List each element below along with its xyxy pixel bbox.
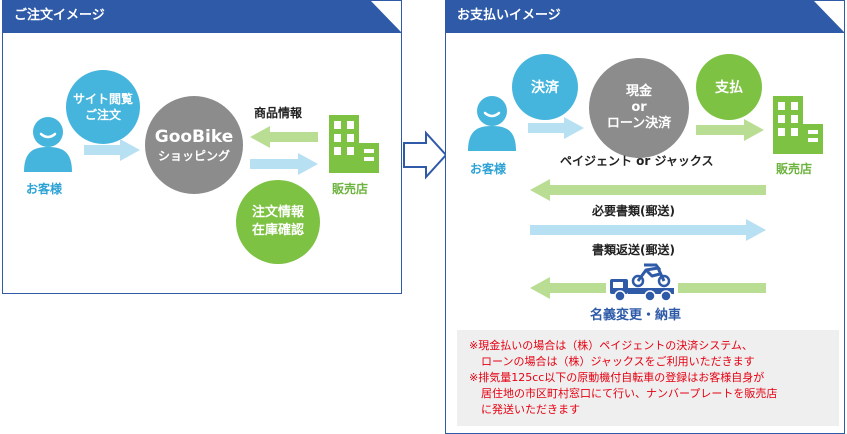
settlement-bubble-text: 決済 xyxy=(531,80,559,96)
docs-needed-label: 必要書類(郵送) xyxy=(592,204,675,218)
payment-panel-header xyxy=(445,0,845,33)
method-line3: ローン決済 xyxy=(606,116,672,131)
browse-bubble-line1: サイト閲覧 xyxy=(72,92,133,106)
browse-order-bubble: サイト閲覧 ご注文 xyxy=(66,70,140,144)
goobike-shopping-circle: GooBike ショッピング xyxy=(145,96,243,194)
note-line-5: に発送いただきます xyxy=(481,403,580,416)
note-line-2: ローンの場合は（株）ジャックスをご利用いただきます xyxy=(481,355,755,368)
order-stock-bubble: 注文情報 在庫確認 xyxy=(236,180,320,264)
payment-store-label: 販売店 xyxy=(776,162,813,176)
order-customer-label: お客様 xyxy=(26,182,63,196)
browse-bubble-line2: ご注文 xyxy=(84,108,121,122)
payment-store-icon xyxy=(773,96,823,154)
goobike-name: GooBike xyxy=(154,127,234,147)
order-panel-header xyxy=(2,0,402,33)
customer-icon xyxy=(24,117,72,172)
goobike-sub: ショッピング xyxy=(157,149,230,163)
method-line2: or xyxy=(631,100,647,115)
payment-customer-icon xyxy=(468,96,516,151)
method-to-store-arrow xyxy=(696,119,764,141)
payment-panel-title: お支払いイメージ xyxy=(457,8,561,23)
product-info-arrow xyxy=(250,126,318,148)
docs-return-label: 書類返送(郵送) xyxy=(592,243,675,257)
payment-customer-label: お客様 xyxy=(470,162,507,176)
settlement-bubble: 決済 xyxy=(512,54,578,120)
order-info-arrow xyxy=(250,153,318,175)
order-store-label: 販売店 xyxy=(332,182,369,196)
payout-bubble-text: 支払 xyxy=(715,80,743,96)
order-bubble-line1: 注文情報 xyxy=(251,205,304,220)
note-line-3: ※排気量125cc以下の原動機付自転車の登録はお客様自身が xyxy=(469,371,765,384)
payment-method-circle: 現金 or ローン決済 xyxy=(589,58,689,158)
note-line-4: 居住地の市区町村窓口にて行い、ナンバープレートを販売店 xyxy=(481,387,778,400)
payout-bubble: 支払 xyxy=(696,54,762,120)
provider-label: ペイジェント or ジャックス xyxy=(560,154,714,168)
payment-notes: ※現金払いの場合は（株）ペイジェントの決済システム、 ローンの場合は（株）ジャッ… xyxy=(457,330,839,426)
panel-transition-arrow xyxy=(403,130,448,180)
docs-return-arrow xyxy=(530,219,766,241)
delivery-label: 名義変更・納車 xyxy=(590,308,682,323)
order-panel-title: ご注文イメージ xyxy=(14,8,105,23)
product-info-label: 商品情報 xyxy=(254,106,303,120)
truck-icon xyxy=(606,262,678,304)
order-bubble-line2: 在庫確認 xyxy=(251,223,304,238)
customer-to-goobike-arrow xyxy=(84,139,140,161)
store-icon xyxy=(329,115,379,173)
customer-to-method-arrow xyxy=(528,117,584,139)
method-line1: 現金 xyxy=(625,84,652,99)
note-line-1: ※現金払いの場合は（株）ペイジェントの決済システム、 xyxy=(469,339,753,352)
docs-needed-arrow xyxy=(530,179,766,201)
